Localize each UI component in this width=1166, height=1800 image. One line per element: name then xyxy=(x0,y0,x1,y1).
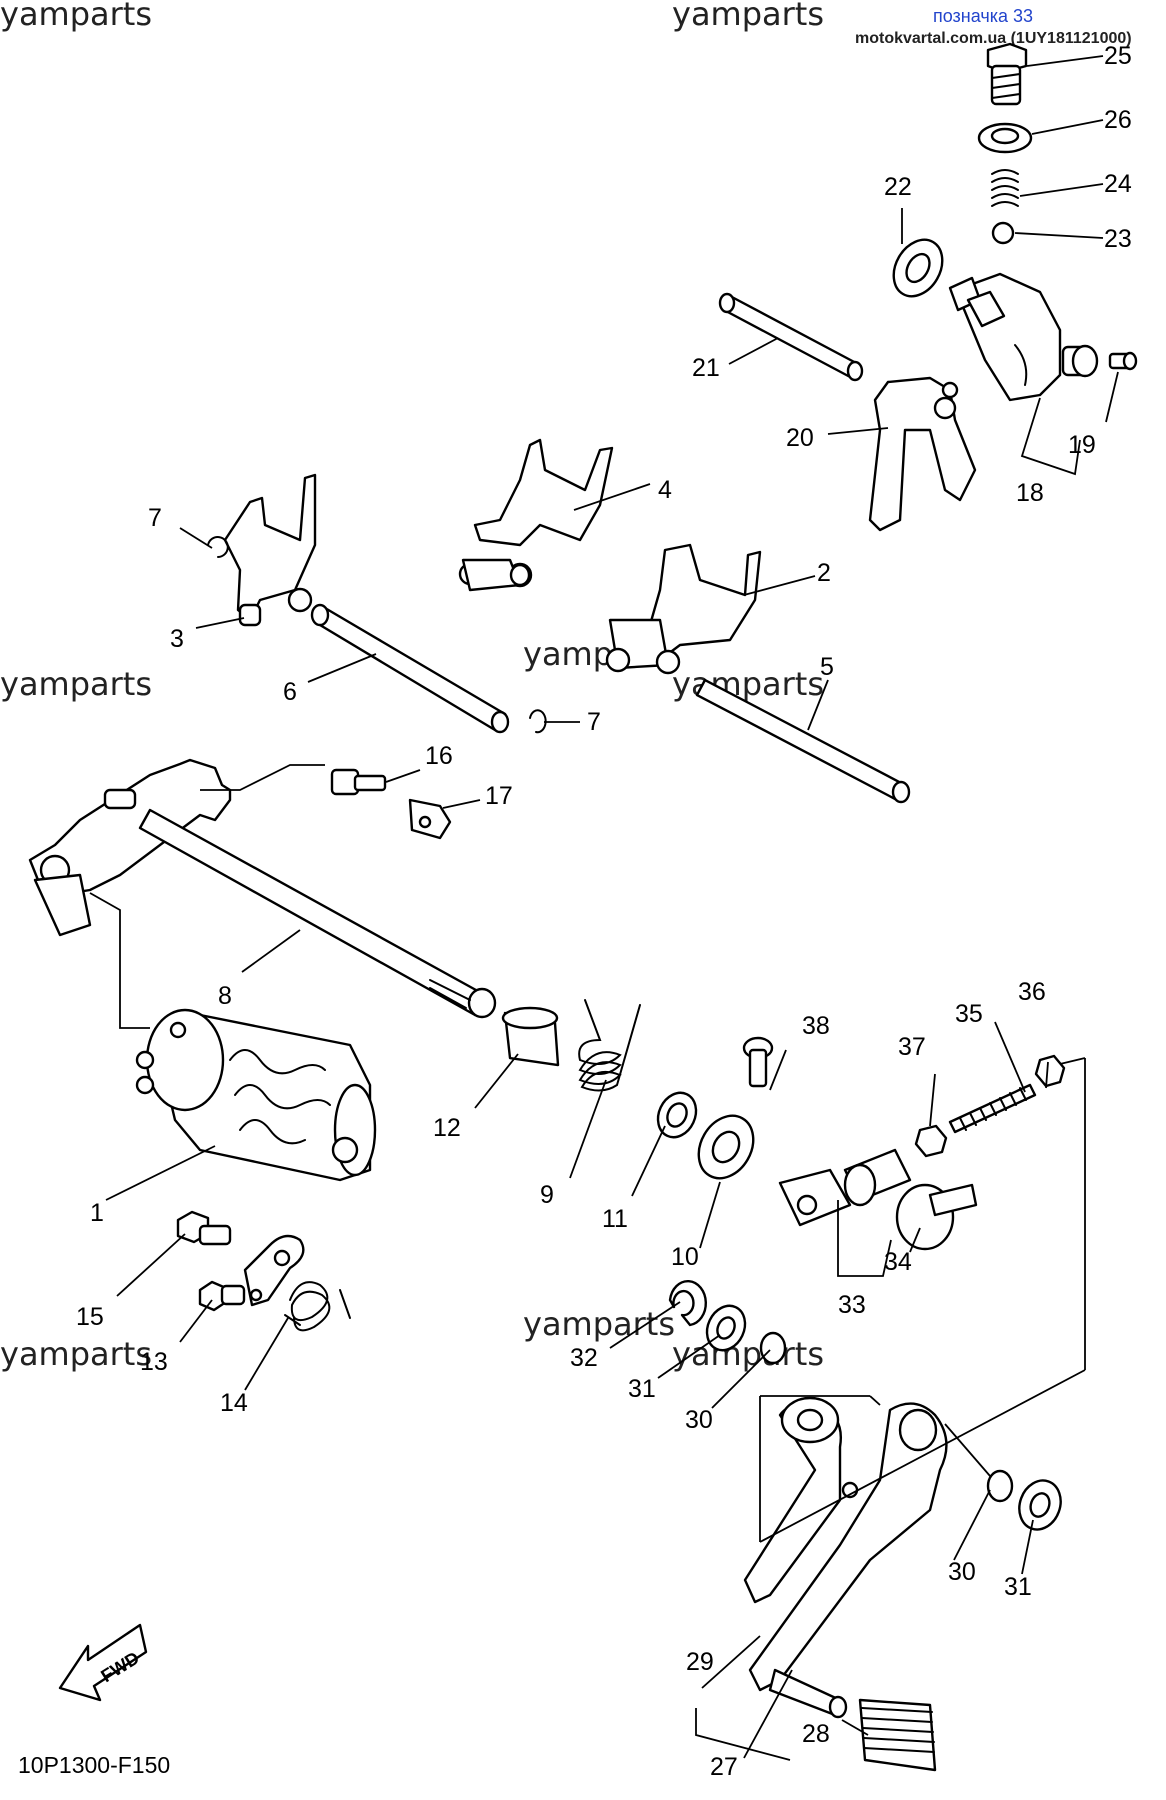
header-site: motokvartal.com.ua (1UY181121000) xyxy=(855,30,1132,47)
callout-label: 2 xyxy=(817,559,831,587)
washer-part xyxy=(1018,1479,1062,1531)
callout-label: 15 xyxy=(76,1303,104,1331)
bolt-part xyxy=(742,1036,774,1088)
bolt-part xyxy=(198,1280,246,1312)
watermark: yamparts xyxy=(0,665,152,703)
callout-label: 3 xyxy=(170,625,184,653)
callout-label: 33 xyxy=(838,1291,866,1319)
rod-end-part xyxy=(778,1148,912,1227)
nut-part xyxy=(914,1124,948,1158)
callout-label: 28 xyxy=(802,1720,830,1748)
callout-label: 13 xyxy=(140,1348,168,1376)
callout-label: 7 xyxy=(587,708,601,736)
callout-label: 30 xyxy=(685,1406,713,1434)
callout-label: 35 xyxy=(955,1000,983,1028)
watermark: yamparts xyxy=(0,1335,152,1373)
callout-label: 21 xyxy=(692,354,720,382)
callout-label: 6 xyxy=(283,678,297,706)
shift-arm-assembly-part xyxy=(948,272,1099,402)
callout-label: 26 xyxy=(1104,106,1132,134)
diagram-code: 10P1300-F150 xyxy=(18,1752,170,1778)
torsion-spring-part xyxy=(284,1281,351,1332)
oil-seal-part xyxy=(892,238,944,298)
callout-label: 23 xyxy=(1104,225,1132,253)
washer-part xyxy=(656,1091,698,1139)
collar-part xyxy=(501,1006,560,1067)
stopper-lever-part xyxy=(243,1234,305,1307)
callout-label: 17 xyxy=(485,782,513,810)
callout-label: 30 xyxy=(948,1558,976,1586)
bolt-part xyxy=(176,1210,232,1246)
pin-part xyxy=(1108,351,1138,371)
o-ring-part xyxy=(986,1469,1014,1503)
callout-label: 32 xyxy=(570,1344,598,1372)
callout-label: 9 xyxy=(540,1181,554,1209)
header-label: позначка 33 xyxy=(933,6,1033,26)
watermark: yamparts xyxy=(672,665,824,703)
o-ring-part xyxy=(759,1331,787,1365)
leader-lines xyxy=(89,55,1119,1761)
callout-label: 12 xyxy=(433,1114,461,1142)
callout-label: 34 xyxy=(884,1248,912,1276)
callout-label: 1 xyxy=(90,1199,104,1227)
callout-label: 16 xyxy=(425,742,453,770)
callout-label: 31 xyxy=(628,1375,656,1403)
bolt-part xyxy=(330,768,387,796)
callout-label: 19 xyxy=(1068,431,1096,459)
callout-label: 10 xyxy=(671,1243,699,1271)
callout-label: 29 xyxy=(686,1648,714,1676)
fwd-arrow-icon xyxy=(58,1623,148,1702)
torsion-spring-part xyxy=(578,999,641,1092)
callout-label: 36 xyxy=(1018,978,1046,1006)
guide-bar-part xyxy=(310,603,510,734)
rubber-grip-part xyxy=(858,1698,937,1772)
oil-seal-part xyxy=(697,1114,755,1180)
callout-label: 20 xyxy=(786,424,814,452)
watermark: yamparts xyxy=(523,1305,675,1343)
spring-part xyxy=(991,169,1019,207)
callout-label: 38 xyxy=(802,1012,830,1040)
washer-part xyxy=(977,122,1033,154)
rod-end-part xyxy=(895,1183,978,1251)
callout-label: 14 xyxy=(220,1389,248,1417)
circlip-part xyxy=(668,1280,707,1327)
callout-label: 11 xyxy=(602,1205,628,1233)
watermark: yamparts xyxy=(0,0,152,33)
callout-label: 27 xyxy=(710,1753,738,1781)
watermark: yamparts xyxy=(672,1335,824,1373)
circlip-part xyxy=(529,709,547,734)
circlip-part xyxy=(207,536,229,558)
bolt-part xyxy=(986,42,1028,106)
shift-shaft-part xyxy=(28,758,497,1019)
callout-label: 37 xyxy=(898,1033,926,1061)
callout-label: 24 xyxy=(1104,170,1132,198)
callout-label: 7 xyxy=(148,504,162,532)
callout-label: 25 xyxy=(1104,42,1132,70)
threaded-rod-part xyxy=(948,1083,1037,1134)
washer-part xyxy=(705,1304,747,1352)
lock-washer-part xyxy=(408,798,452,840)
callout-label: 18 xyxy=(1016,479,1044,507)
shift-fork-part xyxy=(605,543,762,675)
callout-label: 4 xyxy=(658,476,672,504)
watermark: yamparts xyxy=(672,0,824,33)
shift-fork-part xyxy=(223,473,317,627)
guide-bar-part xyxy=(695,678,911,804)
nut-part xyxy=(1034,1054,1066,1088)
callout-label: 31 xyxy=(1004,1573,1032,1601)
callout-label: 5 xyxy=(820,653,834,681)
callout-label: 22 xyxy=(884,173,912,201)
shift-fork-part xyxy=(868,376,977,532)
callout-label: 8 xyxy=(218,982,232,1010)
ball-part xyxy=(991,221,1015,245)
shift-pedal-part xyxy=(743,1396,948,1719)
callout-labels: 25 26 24 23 22 21 20 19 18 4 2 7 3 6 5 7… xyxy=(76,42,1132,1781)
shift-drum-part xyxy=(135,1008,377,1182)
guide-bar-part xyxy=(718,292,864,382)
shift-fork-part xyxy=(458,438,614,592)
